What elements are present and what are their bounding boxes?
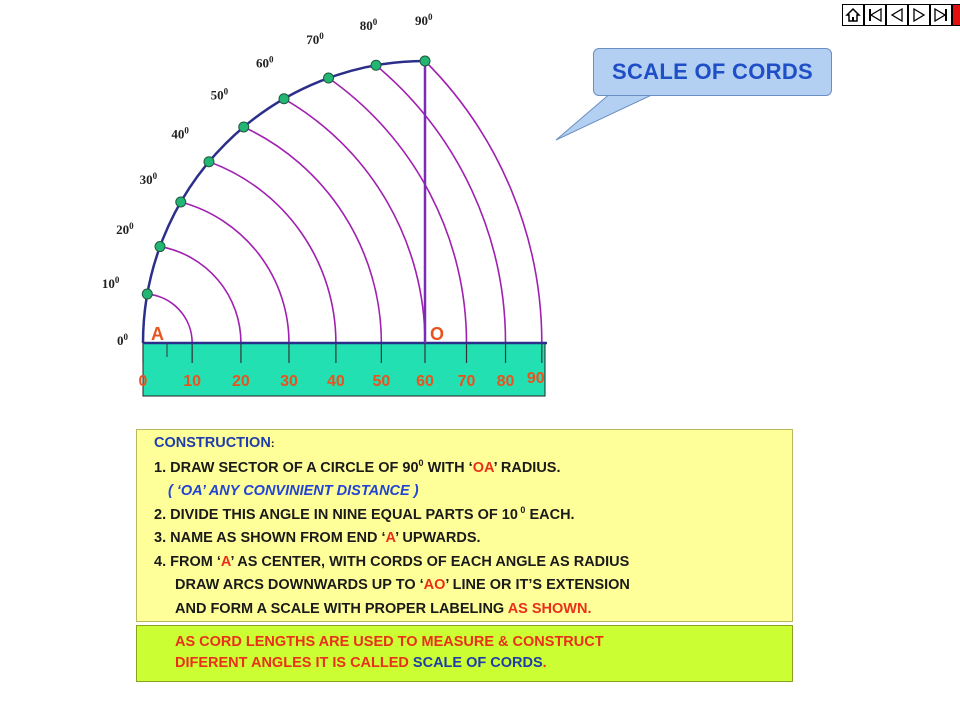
next-slide-button[interactable] xyxy=(908,4,930,26)
angle-label-80: 800 xyxy=(360,17,378,33)
construction-step-4-line-3: AND FORM A SCALE WITH PROPER LABELING AS… xyxy=(175,600,592,617)
last-icon xyxy=(934,7,947,23)
scale-label-80: 80 xyxy=(497,373,515,390)
division-point-40 xyxy=(203,156,215,168)
cord-arc-50 xyxy=(243,126,383,344)
first-slide-button[interactable] xyxy=(864,4,886,26)
scale-label-20: 20 xyxy=(232,373,250,390)
slide-navigation xyxy=(842,4,960,26)
scale-label-60: 60 xyxy=(416,373,434,390)
callout-title: SCALE OF CORDS xyxy=(612,59,813,84)
cord-arc-20 xyxy=(159,245,242,344)
exit-icon xyxy=(955,7,960,23)
division-point-20 xyxy=(154,241,166,253)
angle-label-10: 100 xyxy=(102,275,120,291)
construction-heading: CONSTRUCTION: xyxy=(154,432,792,457)
construction-step-2: 2. DIVIDE THIS ANGLE IN NINE EQUAL PARTS… xyxy=(154,504,575,523)
division-point-50 xyxy=(238,121,250,133)
construction-step-1: 1. DRAW SECTOR OF A CIRCLE OF 900 WITH ‘… xyxy=(154,457,561,476)
division-point-30 xyxy=(175,196,187,208)
angle-label-degree-sup: 0 xyxy=(115,275,120,285)
next-icon xyxy=(913,7,926,23)
construction-step-4: 4. FROM ‘A’ AS CENTER, WITH CORDS OF EAC… xyxy=(154,553,630,570)
angle-label-degree-sup: 0 xyxy=(319,31,324,41)
point-o-label: O xyxy=(430,324,444,344)
cord-arc-80 xyxy=(375,64,507,344)
division-point-80 xyxy=(370,59,382,71)
angle-label-degree-sup: 0 xyxy=(124,332,129,342)
angle-label-30: 300 xyxy=(140,171,158,187)
construction-step-4-line-2: DRAW ARCS DOWNWARDS UP TO ‘AO’ LINE OR I… xyxy=(175,577,630,593)
cord-arc-40 xyxy=(208,160,337,344)
division-point-70 xyxy=(323,72,335,84)
angle-label-degree-sup: 0 xyxy=(184,126,189,136)
scale-label-0: 0 xyxy=(139,373,148,390)
point-a-label: A xyxy=(151,324,164,344)
scale-label-10: 10 xyxy=(183,373,201,390)
first-icon xyxy=(869,7,882,23)
summary-line-1: AS CORD LENGTHS ARE USED TO MEASURE & CO… xyxy=(175,634,604,650)
scale-label-90: 90 xyxy=(527,370,545,387)
angle-label-degree-sup: 0 xyxy=(428,12,433,22)
division-point-60 xyxy=(278,93,290,105)
angle-label-50: 500 xyxy=(211,86,229,102)
home-icon xyxy=(845,7,861,22)
cord-arc-90 xyxy=(424,60,543,344)
scale-label-40: 40 xyxy=(327,373,345,390)
scale-label-50: 50 xyxy=(372,373,390,390)
last-slide-button[interactable] xyxy=(930,4,952,26)
division-points xyxy=(141,55,431,300)
summary-line-2: DIFERENT ANGLES IT IS CALLED SCALE OF CO… xyxy=(175,655,547,671)
degree-sup: 0 xyxy=(517,504,526,515)
sector-arc xyxy=(141,59,426,344)
angle-label-90: 900 xyxy=(415,12,433,28)
angle-label-60: 600 xyxy=(256,55,274,71)
scale-ticks xyxy=(142,343,543,363)
angle-label-70: 700 xyxy=(306,31,324,47)
cord-arc-60 xyxy=(283,98,426,344)
callout-pointer xyxy=(555,91,659,141)
cord-arc-30 xyxy=(180,201,290,344)
angle-label-degree-sup: 0 xyxy=(224,86,229,96)
division-point-90 xyxy=(419,55,431,67)
construction-title: CONSTRUCTION xyxy=(154,435,271,451)
angle-label-20: 200 xyxy=(116,221,134,237)
construction-panel: CONSTRUCTION: 1. DRAW SECTOR OF A CIRCLE… xyxy=(136,429,793,622)
angle-label-degree-sup: 0 xyxy=(153,171,158,181)
angle-label-degree-sup: 0 xyxy=(129,221,134,231)
prev-icon xyxy=(890,7,903,23)
cord-arcs xyxy=(147,60,543,344)
angle-label-0: 00 xyxy=(117,332,129,348)
degree-sup: 0 xyxy=(418,457,424,468)
home-button[interactable] xyxy=(842,4,864,26)
scale-strip xyxy=(142,342,546,397)
construction-step-3: 3. NAME AS SHOWN FROM END ‘A’ UPWARDS. xyxy=(154,530,481,546)
title-callout: SCALE OF CORDS xyxy=(593,48,832,96)
angle-label-40: 400 xyxy=(171,126,189,142)
construction-colon: : xyxy=(270,438,275,450)
construction-note: ( ‘OA’ ANY CONVINIENT DISTANCE ) xyxy=(168,483,419,499)
angle-label-degree-sup: 0 xyxy=(373,17,378,27)
scale-label-30: 30 xyxy=(280,373,298,390)
scale-label-70: 70 xyxy=(458,373,476,390)
cord-arc-70 xyxy=(328,77,468,344)
angle-label-degree-sup: 0 xyxy=(269,55,274,65)
exit-button[interactable] xyxy=(952,4,960,26)
prev-slide-button[interactable] xyxy=(886,4,908,26)
cord-arc-10 xyxy=(147,293,193,344)
scale-labels: 0 10 20 30 40 50 60 70 80 90 xyxy=(139,370,545,390)
summary-panel: AS CORD LENGTHS ARE USED TO MEASURE & CO… xyxy=(136,625,793,682)
division-point-10 xyxy=(141,288,153,300)
